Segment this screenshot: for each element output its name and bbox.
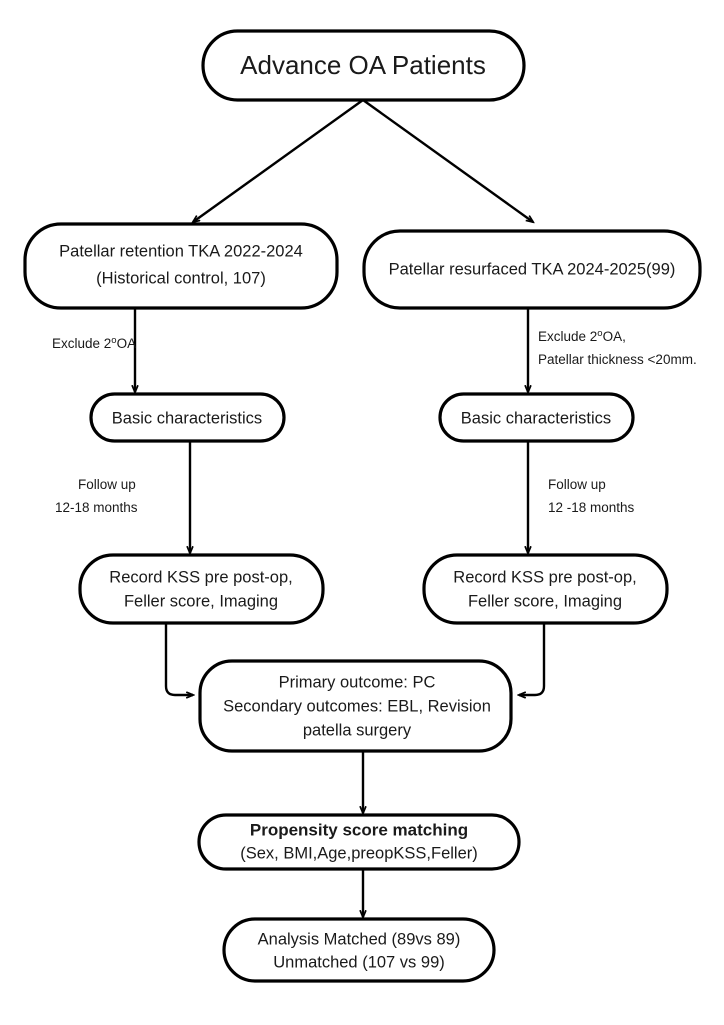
exclude-left-pre: Exclude 2 <box>52 336 111 351</box>
patellar-retention-arm-shape[interactable] <box>23 222 339 310</box>
node-outcomes-box[interactable]: Primary outcome: PC Secondary outcomes: … <box>198 659 513 753</box>
record-kss-left-line2: Feller score, Imaging <box>124 592 278 610</box>
edge-record-right-to-outcomes <box>519 623 546 695</box>
node-propensity-score-matching[interactable]: Propensity score matching (Sex, BMI,Age,… <box>197 813 521 871</box>
basic-characteristics-left-shape[interactable] <box>89 392 286 443</box>
node-advance-oa-patients[interactable]: Advance OA Patients <box>201 29 526 102</box>
edge-root-to-left-arm <box>193 99 364 222</box>
exclude-right-pre: Exclude 2 <box>538 329 597 344</box>
exclude-right-line2: Patellar thickness <20mm. <box>538 352 697 367</box>
exclude-right-superscript: o <box>597 328 602 339</box>
followup-right-line2: 12 -18 months <box>548 500 635 515</box>
advance-oa-patients-shape[interactable] <box>201 29 526 102</box>
node-basic-characteristics-right[interactable]: Basic characteristics <box>438 392 635 443</box>
followup-right-line1: Follow up <box>548 477 606 492</box>
record-kss-right-line1: Record KSS pre post-op, <box>453 568 636 586</box>
basic-characteristics-left-label: Basic characteristics <box>112 409 262 427</box>
basic-characteristics-right-shape[interactable] <box>438 392 635 443</box>
analysis-unmatched-line: Unmatched (107 vs 99) <box>273 953 445 971</box>
node-record-kss-right[interactable]: Record KSS pre post-op, Feller score, Im… <box>422 553 669 625</box>
edge-label-exclude-right: Exclude 2oOA, Patellar thickness <20mm. <box>538 328 697 367</box>
outcomes-line3: patella surgery <box>303 721 412 739</box>
exclude-left-post: OA <box>117 336 137 351</box>
svg-text:Exclude 2oOA,: Exclude 2oOA, <box>538 328 626 344</box>
svg-text:Exclude 2oOA: Exclude 2oOA <box>52 335 136 351</box>
edge-label-exclude-left: Exclude 2oOA <box>52 335 136 351</box>
edge-label-followup-left: Follow up 12-18 months <box>55 477 138 515</box>
edge-root-to-right-arm <box>362 99 533 222</box>
outcomes-box-shape[interactable] <box>198 659 513 753</box>
analysis-results-shape[interactable] <box>222 917 496 983</box>
exclude-left-superscript: o <box>111 335 116 346</box>
record-kss-left-shape[interactable] <box>78 553 325 625</box>
outcomes-line1: Primary outcome: PC <box>279 673 436 691</box>
followup-left-line2: 12-18 months <box>55 500 138 515</box>
node-analysis-results[interactable]: Analysis Matched (89vs 89) Unmatched (10… <box>222 917 496 983</box>
record-kss-right-shape[interactable] <box>422 553 669 625</box>
analysis-matched-line: Analysis Matched (89vs 89) <box>258 930 461 948</box>
psm-covariates: (Sex, BMI,Age,preopKSS,Feller) <box>240 844 478 862</box>
node-patellar-retention-arm[interactable]: Patellar retention TKA 2022-2024 (Histor… <box>23 222 339 310</box>
outcomes-line2: Secondary outcomes: EBL, Revision <box>223 697 491 715</box>
patellar-retention-arm-line2: (Historical control, 107) <box>96 269 266 287</box>
node-patellar-resurfaced-arm[interactable]: Patellar resurfaced TKA 2024-2025(99) <box>362 229 702 310</box>
record-kss-left-line1: Record KSS pre post-op, <box>109 568 292 586</box>
connectors-layer <box>135 99 546 917</box>
record-kss-right-line2: Feller score, Imaging <box>468 592 622 610</box>
propensity-score-matching-shape[interactable] <box>197 813 521 871</box>
exclude-right-post: OA, <box>603 329 626 344</box>
patellar-retention-arm-line1: Patellar retention TKA 2022-2024 <box>59 242 303 260</box>
patellar-resurfaced-arm-shape[interactable] <box>362 229 702 310</box>
psm-title: Propensity score matching <box>250 820 468 839</box>
node-basic-characteristics-left[interactable]: Basic characteristics <box>89 392 286 443</box>
followup-left-line1: Follow up <box>78 477 136 492</box>
advance-oa-patients-label: Advance OA Patients <box>240 50 486 80</box>
edge-record-left-to-outcomes <box>164 623 193 695</box>
patellar-resurfaced-arm-line1: Patellar resurfaced TKA 2024-2025(99) <box>389 260 676 278</box>
edge-label-followup-right: Follow up 12 -18 months <box>548 477 635 515</box>
node-record-kss-left[interactable]: Record KSS pre post-op, Feller score, Im… <box>78 553 325 625</box>
basic-characteristics-right-label: Basic characteristics <box>461 409 611 427</box>
